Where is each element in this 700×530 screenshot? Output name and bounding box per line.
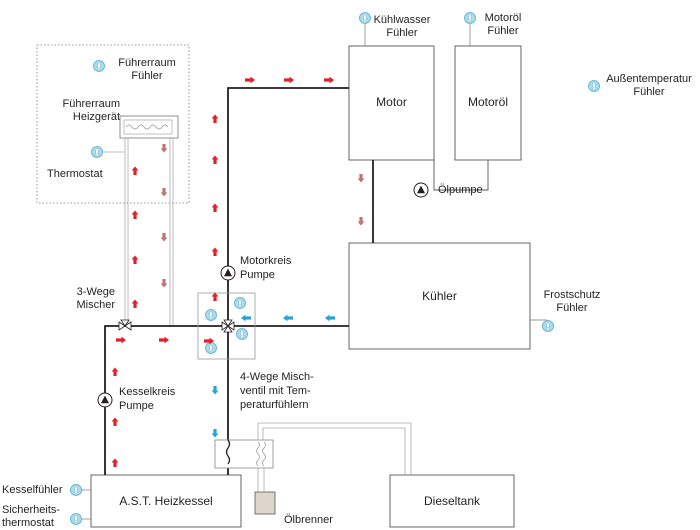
motor-label: Motor [376, 95, 407, 109]
valve-sensor-icon [205, 309, 217, 321]
three-way-mixer-valve [118, 319, 132, 331]
kuehler-label: Kühler [422, 289, 457, 303]
oelbrenner-box [254, 491, 276, 515]
cab-area [36, 44, 190, 204]
thermostat-sensor-icon [91, 146, 103, 158]
kesselkreis-pumpe-label: Kesselkreis Pumpe [119, 386, 176, 412]
fuehrerraum-fuehler-label: Führerraum Fühler [118, 57, 176, 82]
valve-sensor-icon [205, 342, 217, 354]
heizkessel-box [90, 474, 242, 528]
thermostat-label: Thermostat [47, 168, 103, 180]
cab-heater-pipes [102, 138, 174, 325]
sicherheitsthermostat-sensor-icon [70, 513, 82, 525]
kesselfuehler-sensor-icon [70, 484, 82, 496]
heat-exchanger [214, 439, 274, 469]
oelbrenner-label: Ölbrenner [284, 514, 333, 526]
fuehrerraum-sensor-icon [93, 60, 105, 72]
kesselkreis-pump-icon [97, 392, 113, 408]
heizkessel-label: A.S.T. Heizkessel [119, 494, 213, 508]
oelpumpe-icon [413, 182, 429, 198]
fuehrerraum-heizgeraet-label: Führerraum Heizgerät [62, 98, 120, 123]
four-way-mixing-valve [221, 319, 235, 333]
motoroel-label: Motoröl [467, 95, 508, 109]
dreiwege-mischer-label: 3-Wege Mischer [76, 286, 115, 311]
kuehlwasser-fuehler-label: Kühlwasser Fühler [373, 14, 431, 39]
valve-sensor-icon [236, 328, 248, 340]
dieseltank-box [389, 474, 515, 528]
frostschutz-fuehler-label: Frostschutz Fühler [543, 289, 601, 314]
main-pipes [104, 87, 374, 475]
oil-loop [433, 160, 489, 191]
fuel-lines [257, 422, 412, 492]
aussentemperatur-fuehler-label: Außentemperatur Fühler [606, 73, 692, 98]
mixing-valve-block [197, 292, 256, 360]
kesselfuehler-label: Kesselfühler [2, 484, 63, 496]
kuehler-box [348, 242, 531, 350]
motorkreis-pump-icon [220, 265, 236, 281]
motorkreis-pumpe-label: Motorkreis Pumpe [240, 255, 292, 281]
motoroel-fuehler-label: Motoröl Fühler [484, 12, 522, 37]
cab-heater [119, 115, 179, 139]
valve-sensor-icon [234, 297, 246, 309]
aussentemperatur-sensor-icon [588, 80, 600, 92]
frostschutz-sensor-icon [542, 320, 554, 332]
dieseltank-label: Dieseltank [423, 494, 481, 508]
vierwege-mischventil-label: 4-Wege Misch- ventil mit Tem- peraturfüh… [240, 371, 314, 411]
sicherheitsthermostat-label: Sicherheits- thermostat [2, 504, 61, 529]
motor-box [348, 45, 435, 161]
oelpumpe-label: Ölpumpe [438, 184, 483, 196]
motoroel-box [454, 45, 522, 161]
